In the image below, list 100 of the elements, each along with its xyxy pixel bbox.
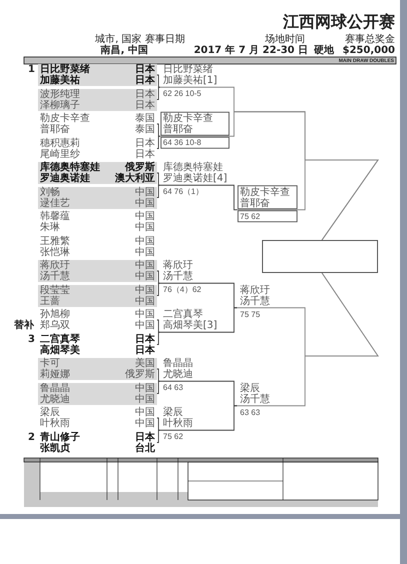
player-name: 张凯贞 — [40, 442, 70, 454]
country-name: 中国 — [135, 309, 155, 320]
country-name: 美国 — [135, 358, 155, 369]
tournament-title: 江西网球公开赛 — [283, 12, 395, 33]
country-name: 中国 — [135, 320, 155, 331]
bracket-line — [156, 172, 160, 186]
country-name: 中国 — [135, 271, 155, 282]
country-name: 中国 — [135, 284, 155, 296]
country-name: 中国 — [135, 211, 155, 222]
bracket-line — [156, 332, 160, 345]
header-text: 2017 年 7 月 22-30 日 — [194, 45, 308, 56]
entry-status: 替补 — [14, 320, 34, 331]
bracket-line — [156, 136, 160, 149]
player-name: 蒋欣玗 — [240, 284, 270, 296]
country-name: 中国 — [135, 418, 155, 429]
player-name: 鲁晶晶 — [163, 358, 193, 370]
player-name: 日比野菜绪 — [163, 64, 213, 76]
match-score: 63 63 — [240, 408, 260, 417]
country-name: 中国 — [135, 382, 155, 394]
player-name: 汤千慧 — [40, 271, 70, 282]
player-name: 韩馨蕴 — [40, 211, 70, 222]
player-name: 逯佳艺 — [40, 198, 70, 208]
player-name: 刘畅 — [40, 186, 60, 198]
header-text: $250,000 — [342, 45, 395, 56]
player-name: 郑乌双 — [40, 320, 70, 331]
draw-entry-row — [38, 284, 157, 306]
draw-entry-row — [38, 186, 157, 208]
header-text: 南昌, 中国 — [100, 45, 148, 56]
player-name: 勒皮卡辛查 — [240, 186, 290, 198]
country-name: 中国 — [135, 407, 155, 418]
match-score: 75 75 — [240, 310, 260, 319]
player-name: 库德奥特塞娃 — [40, 162, 100, 173]
player-name: 叶秋雨 — [40, 418, 70, 429]
bracket-line — [156, 86, 160, 100]
header-text: 赛事总奖金 — [345, 34, 395, 45]
bracket-line — [156, 430, 160, 443]
player-name: 尾崎里纱 — [40, 148, 80, 160]
player-name: 加藤美祐 — [40, 75, 80, 86]
player-name: 普耶奋 — [163, 124, 193, 136]
player-name: 波形纯理 — [40, 88, 80, 100]
player-name: 梁辰 — [163, 407, 183, 418]
player-name: 张恺琳 — [40, 246, 70, 258]
player-name: 尤晓迪 — [163, 369, 193, 380]
bracket-line — [156, 380, 160, 394]
country-name: 中国 — [135, 246, 155, 258]
player-name: 泽柳璃子 — [40, 100, 80, 110]
player-name: 勒皮卡辛查 — [163, 113, 213, 124]
player-name: 蒋欣玗 — [40, 260, 70, 271]
player-name: 高畑琴美[3] — [163, 320, 218, 332]
country-name: 日本 — [135, 100, 155, 110]
player-name: 鲁晶晶 — [40, 382, 70, 394]
bracket-line — [156, 418, 160, 431]
player-name: 加藤美祐[1] — [163, 75, 218, 86]
match-score: 75 62 — [240, 212, 260, 221]
country-name: 中国 — [135, 260, 155, 271]
player-name: 二宫真琴 — [163, 309, 203, 320]
player-name: 二宫真琴 — [40, 334, 80, 344]
country-name: 日本 — [135, 148, 155, 160]
country-name: 澳大利亚 — [115, 173, 155, 184]
player-name: 穗积惠莉 — [40, 138, 80, 148]
match-score: 64 36 10-8 — [163, 138, 202, 148]
bracket-line — [160, 405, 238, 431]
match-score: 62 26 10-5 — [163, 89, 202, 98]
bracket-line — [160, 307, 238, 333]
player-name: 梁辰 — [240, 382, 260, 394]
player-name: 朱琳 — [40, 222, 60, 233]
draw-entry-row — [38, 358, 157, 380]
country-name: 日本 — [135, 344, 155, 356]
country-name: 中国 — [135, 222, 155, 233]
seed-number: 3 — [28, 334, 35, 344]
country-name: 中国 — [135, 186, 155, 198]
bracket-line — [160, 282, 238, 308]
player-name: 蒋欣玗 — [163, 260, 193, 272]
bracket-line — [156, 282, 160, 296]
seed-number: 1 — [28, 64, 35, 75]
player-name: 库德奥特塞娃 — [163, 162, 223, 174]
country-name: 俄罗斯 — [125, 369, 155, 380]
player-name: 高畑琴美 — [40, 344, 80, 356]
country-name: 日本 — [135, 75, 155, 86]
player-name: 罗迪奥诺娃 — [40, 173, 90, 184]
country-name: 中国 — [135, 296, 155, 306]
player-name: 汤千慧 — [240, 394, 270, 405]
country-name: 俄罗斯 — [125, 162, 155, 173]
player-name: 普耶奋 — [240, 198, 270, 209]
country-name: 日本 — [135, 138, 155, 148]
player-name: 段莹莹 — [40, 284, 70, 296]
player-name: 孙旭柳 — [40, 309, 70, 320]
player-name: 青山修子 — [40, 432, 80, 442]
bracket-line — [156, 124, 160, 137]
bracket-line — [156, 270, 160, 284]
match-score: 75 62 — [163, 432, 184, 442]
header-text: 场地时间 — [265, 34, 305, 45]
winner-box — [262, 240, 378, 273]
bracket-line — [156, 368, 160, 382]
bracket-line — [236, 272, 379, 406]
match-score: 64 76（1） — [163, 187, 204, 196]
country-name: 日本 — [135, 432, 155, 442]
bracket-line — [156, 320, 160, 333]
player-name: 尤晓迪 — [40, 394, 70, 404]
country-name: 台北 — [135, 442, 155, 454]
